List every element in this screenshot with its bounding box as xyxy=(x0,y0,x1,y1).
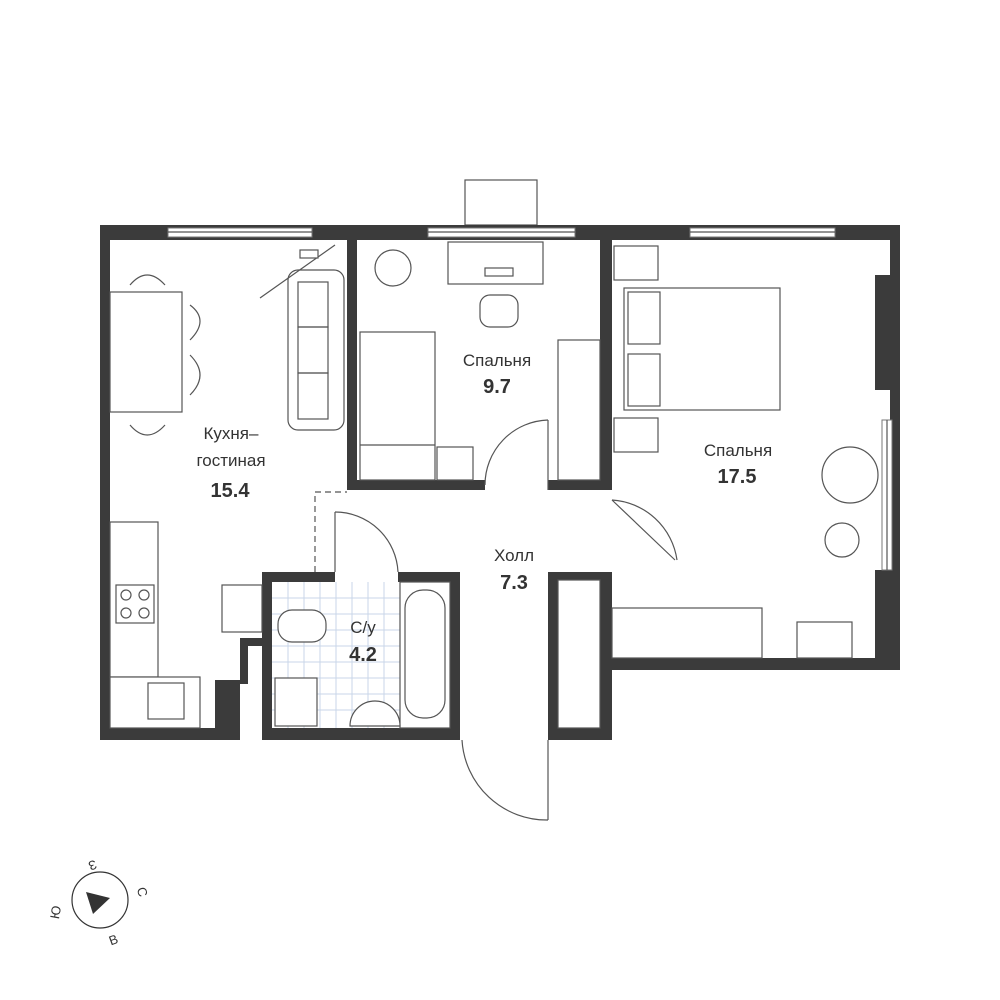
room-name: С/у xyxy=(350,618,376,637)
wardrobe-bedroom-large xyxy=(611,607,763,659)
compass-arrow-icon xyxy=(86,892,110,914)
room-bedroom-large: Спальня 17.5 xyxy=(704,441,772,488)
single-bed xyxy=(359,331,436,481)
room-bathroom: С/у 4.2 xyxy=(349,618,377,666)
armchair xyxy=(821,446,879,504)
washing-machine xyxy=(274,677,318,727)
plant-icon xyxy=(374,249,412,287)
room-name: Спальня xyxy=(704,441,772,460)
wardrobe-bedroom-small xyxy=(557,339,601,481)
room-hall: Холл 7.3 xyxy=(494,546,534,594)
doors xyxy=(314,419,678,821)
room-area: 9.7 xyxy=(483,376,511,398)
room-kitchen-living: Кухня– гостиная 15.4 xyxy=(196,424,265,502)
room-name: гостиная xyxy=(196,451,265,470)
room-area: 17.5 xyxy=(718,466,757,488)
toilet xyxy=(277,609,327,643)
dresser xyxy=(796,621,853,659)
room-name: Кухня– xyxy=(204,424,259,443)
room-bedroom-small: Спальня 9.7 xyxy=(463,351,531,398)
double-bed xyxy=(623,287,781,411)
nightstand xyxy=(436,446,474,481)
room-area: 4.2 xyxy=(349,644,377,666)
windows xyxy=(167,227,893,571)
sofa xyxy=(259,244,345,431)
compass: С В Ю З xyxy=(47,857,151,948)
compass-north: С xyxy=(134,885,151,898)
nightstand xyxy=(613,245,659,281)
vent-shaft xyxy=(464,179,538,226)
room-name: Холл xyxy=(494,546,534,565)
side-table xyxy=(824,522,860,558)
kitchen-counter xyxy=(109,521,263,729)
room-name: Спальня xyxy=(463,351,531,370)
compass-west: З xyxy=(86,857,99,874)
wardrobe-hall xyxy=(557,579,601,729)
nightstand xyxy=(613,417,659,453)
compass-east: В xyxy=(107,931,120,948)
bathtub xyxy=(399,581,451,729)
room-area: 7.3 xyxy=(500,572,528,594)
compass-south: Ю xyxy=(47,904,64,920)
room-area: 15.4 xyxy=(211,480,251,502)
desk xyxy=(447,241,544,328)
sink xyxy=(349,700,401,727)
dining-table xyxy=(109,274,201,436)
